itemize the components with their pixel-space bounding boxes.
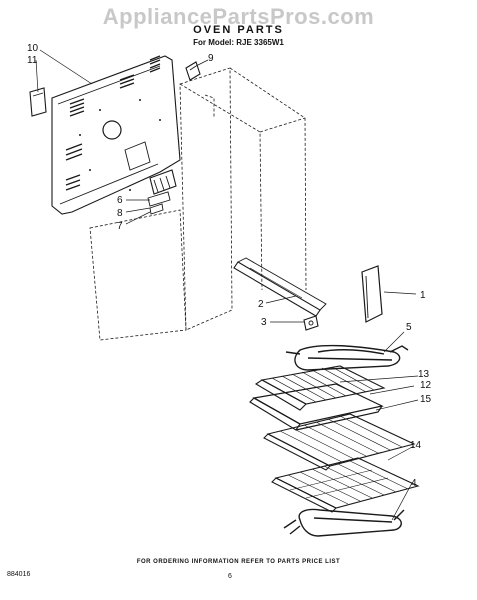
oven-rack-lower[interactable] <box>271 457 420 513</box>
callout-15: 15 <box>420 394 432 405</box>
ordering-note: FOR ORDERING INFORMATION REFER TO PARTS … <box>136 559 341 565</box>
callout-6: 6 <box>117 195 123 206</box>
callout-14: 14 <box>410 440 422 451</box>
callout-labels: 1 2 3 4 5 6 7 8 9 10 11 12 13 14 15 <box>27 43 432 489</box>
broiler-pan-insert[interactable] <box>254 365 386 411</box>
oven-rack-upper[interactable] <box>263 413 416 471</box>
callout-10: 10 <box>27 43 39 54</box>
side-bracket[interactable] <box>361 265 383 323</box>
leader-lines <box>35 49 419 521</box>
callout-12: 12 <box>420 380 432 391</box>
callout-9: 9 <box>208 53 214 64</box>
back-panel[interactable] <box>51 55 181 215</box>
broiler-pan[interactable] <box>249 383 384 431</box>
callout-7: 7 <box>117 221 123 232</box>
bake-element[interactable] <box>283 508 405 537</box>
callout-5: 5 <box>406 322 412 333</box>
broil-element-support[interactable] <box>233 257 327 317</box>
watermark-text: AppliancePartsPros.com <box>102 4 375 29</box>
callout-2: 2 <box>258 299 264 310</box>
mounting-clip[interactable] <box>185 61 201 81</box>
callout-4: 4 <box>411 478 417 489</box>
broil-element[interactable] <box>285 344 409 371</box>
element-clip[interactable] <box>303 315 319 331</box>
callout-13: 13 <box>418 369 430 380</box>
document-number: 884016 <box>7 571 31 578</box>
model-line: For Model: RJE 3365W1 <box>193 38 284 47</box>
callout-1: 1 <box>420 290 426 301</box>
back-panel-cover-plate[interactable] <box>29 87 47 117</box>
callout-3: 3 <box>261 317 267 328</box>
oven-cabinet-outline <box>89 67 307 341</box>
callout-11: 11 <box>27 55 38 66</box>
page-number: 6 <box>228 573 232 580</box>
terminal-block[interactable] <box>147 169 177 215</box>
diagram-title: OVEN PARTS <box>193 24 284 36</box>
callout-8: 8 <box>117 208 123 219</box>
